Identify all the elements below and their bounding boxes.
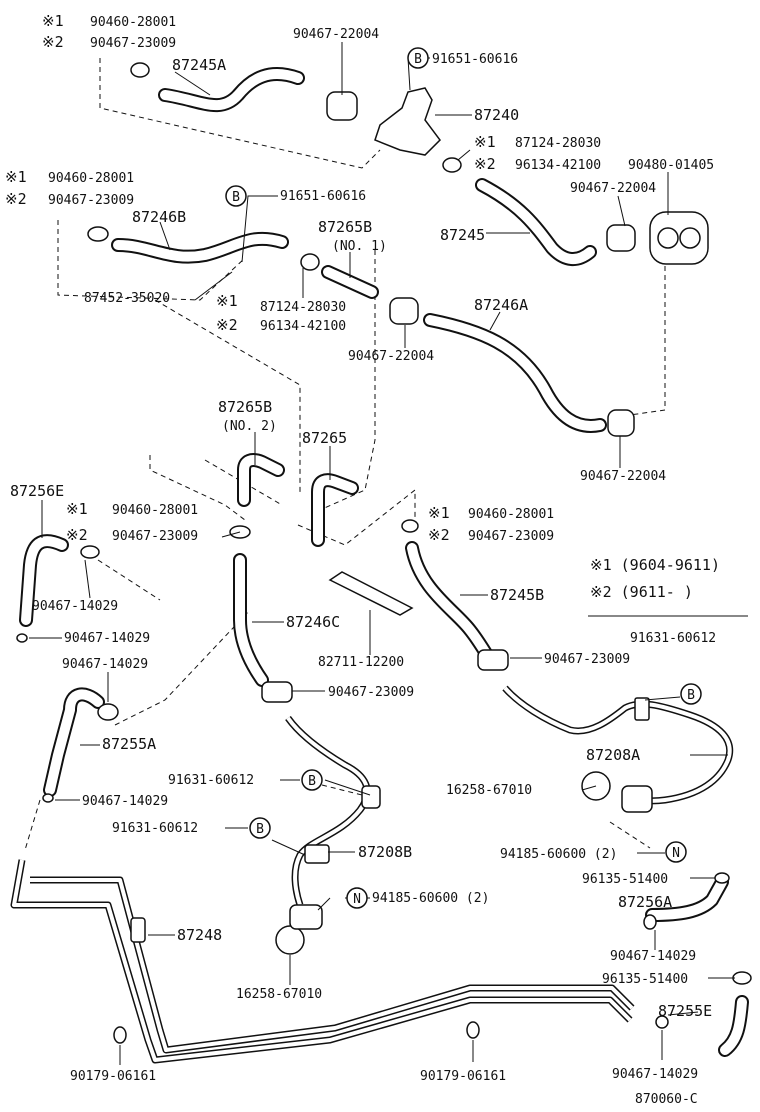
part-label: 16258-67010 [236, 987, 322, 1002]
part-label: 90179-06161 [70, 1069, 156, 1084]
part-label: ※1 [474, 133, 496, 151]
part-label: 90467-23009 [468, 529, 554, 544]
part-label: ※1 [5, 168, 27, 186]
part-label: 90467-23009 [90, 36, 176, 51]
part-label: 90460-28001 [112, 503, 198, 518]
part-label: 90467-23009 [112, 529, 198, 544]
part-label: 91631-60612 [168, 773, 254, 788]
part-label: 90467-14029 [82, 794, 168, 809]
part-label: 90467-14029 [610, 949, 696, 964]
part-label: ※1 [428, 504, 450, 522]
part-label: 90467-23009 [544, 652, 630, 667]
part-label: 87256E [10, 482, 64, 500]
part-label: 87256A [618, 893, 672, 911]
part-label: 91631-60612 [630, 631, 716, 646]
part-label: 90460-28001 [90, 15, 176, 30]
diagram-id: 870060-C [635, 1092, 698, 1107]
part-label: ※2 [428, 526, 450, 544]
part-label: 87245A [172, 56, 226, 74]
part-label: 96135-51400 [582, 872, 668, 887]
part-label: 90467-22004 [570, 181, 656, 196]
part-label: 94185-60600 (2) [372, 891, 489, 906]
part-label: 90467-22004 [293, 27, 379, 42]
part-label: 87208B [358, 843, 412, 861]
legend-row-1: ※1 (9604-9611) [590, 556, 720, 574]
part-label: 82711-12200 [318, 655, 404, 670]
part-label: ※2 [42, 33, 64, 51]
part-label: ※2 [5, 190, 27, 208]
part-label: ※1 [42, 12, 64, 30]
part-label: 90467-14029 [32, 599, 118, 614]
part-label: 87265B [318, 218, 372, 236]
part-label: 90467-14029 [62, 657, 148, 672]
clamps [16, 62, 752, 1044]
part-label: 87208A [586, 746, 640, 764]
part-label: 90467-14029 [612, 1067, 698, 1082]
part-label: 87240 [474, 106, 519, 124]
part-label: (NO. 1) [332, 239, 387, 254]
part-labels: ※1 90460-28001 ※2 90467-23009 87245A 904… [5, 12, 716, 1084]
part-label: 87245B [490, 586, 544, 604]
part-label: 91651-60616 [280, 189, 366, 204]
callout-n-1: N [672, 846, 680, 861]
leader-lines [29, 42, 748, 1065]
part-label: 87265 [302, 429, 347, 447]
part-label: 87246A [474, 296, 528, 314]
callout-circles [225, 47, 702, 909]
callout-b-2: B [232, 190, 240, 205]
hoses [19, 67, 749, 1057]
part-label: 90460-28001 [48, 171, 134, 186]
part-label: 87255A [102, 735, 156, 753]
part-label: 87265B [218, 398, 272, 416]
callout-b-4: B [308, 774, 316, 789]
part-label: ※2 [474, 155, 496, 173]
part-label: ※2 [66, 526, 88, 544]
part-label: ※1 [216, 292, 238, 310]
part-label: 96134-42100 [515, 158, 601, 173]
part-label: 90179-06161 [420, 1069, 506, 1084]
part-label: 90467-23009 [328, 685, 414, 700]
pipes [10, 685, 734, 1064]
part-label: 87255E [658, 1002, 712, 1020]
legend: ※1 (9604-9611) ※2 (9611- ) [590, 556, 720, 601]
callout-b-5: B [256, 822, 264, 837]
part-label: 90467-22004 [348, 349, 434, 364]
part-label: 16258-67010 [446, 783, 532, 798]
part-label: (NO. 2) [222, 419, 277, 434]
part-label: 96134-42100 [260, 319, 346, 334]
part-label: 90480-01405 [628, 158, 714, 173]
part-label: 90467-23009 [48, 193, 134, 208]
part-label: ※2 [216, 316, 238, 334]
callout-b-1: B [414, 52, 422, 67]
callout-b-3: B [687, 688, 695, 703]
part-label: 96135-51400 [602, 972, 688, 987]
part-label: 91631-60612 [112, 821, 198, 836]
part-label: 87246C [286, 613, 340, 631]
callout-letters: B B B B B N N [232, 52, 695, 907]
part-label: 87248 [177, 926, 222, 944]
part-label: 90467-14029 [64, 631, 150, 646]
part-label: ※1 [66, 500, 88, 518]
callout-n-2: N [353, 892, 361, 907]
part-label: 87124-28030 [515, 136, 601, 151]
part-label: 87245 [440, 226, 485, 244]
part-label: 90467-22004 [580, 469, 666, 484]
part-label: 90460-28001 [468, 507, 554, 522]
part-label: 91651-60616 [432, 52, 518, 67]
part-label: 87246B [132, 208, 186, 226]
part-label: 87452-35020 [84, 291, 170, 306]
part-label: 87124-28030 [260, 300, 346, 315]
legend-row-2: ※2 (9611- ) [590, 583, 693, 601]
part-label: 94185-60600 (2) [500, 847, 617, 862]
